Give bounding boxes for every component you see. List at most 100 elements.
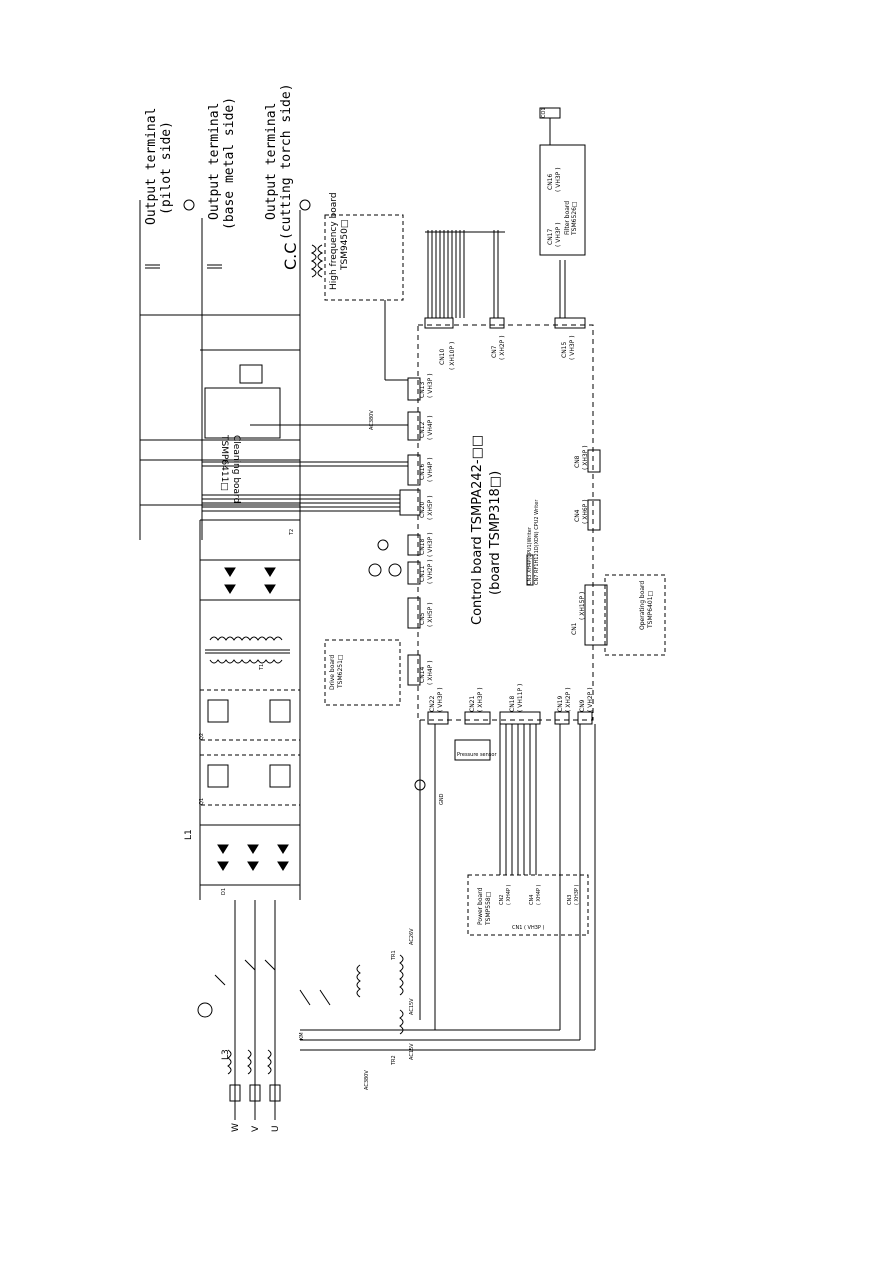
power-cn4-label: CN4 [529, 894, 535, 905]
ac15v-label: AC15V [409, 1043, 415, 1060]
ac26v-label: AC26V [409, 928, 415, 945]
operating-board-part: TSMP6401□ [647, 590, 654, 628]
fuse [269, 1084, 281, 1102]
cn16-label: CN16 [419, 463, 426, 480]
cn19-label: CN19 [557, 695, 564, 712]
rectifier-box [199, 559, 301, 601]
connector-block [424, 317, 454, 329]
ac380v-cn13: AC380V [369, 410, 375, 430]
connector-block [577, 711, 593, 725]
filter-board-box [539, 144, 586, 256]
connector-block [407, 597, 421, 629]
cn8-label: CN8 [574, 455, 581, 469]
cn5-type: ( XH5P ) [427, 602, 434, 627]
cn21-type: ( XH3P ) [477, 687, 484, 712]
power-cn1-label: CN1 [512, 925, 523, 931]
main-transformer [209, 636, 283, 641]
connector-block [407, 534, 421, 556]
power-cn2-label: CN2 [499, 894, 505, 905]
cn7-label: CN7 [491, 345, 498, 359]
cn10-type: ( XH10P ) [449, 341, 456, 370]
cc-label: C.C [281, 242, 300, 270]
power-cn2-type: ( XH4P ) [506, 884, 512, 905]
cn10-label: CN10 [439, 348, 446, 365]
connector-block [407, 654, 421, 686]
connector-block [399, 489, 421, 516]
filter-cn17-label: CN17 [547, 228, 554, 245]
cn21-label: CN21 [469, 695, 476, 712]
hf-board-part: TSM9450□ [340, 219, 350, 270]
co1-label: CO1 [541, 107, 547, 118]
power-cn1-type: ( VH3P ) [524, 925, 545, 931]
cn13-label: CN13 [419, 381, 426, 398]
plus-terminal [183, 199, 195, 211]
control-board-subtitle: (board TSMP318□) [488, 470, 503, 595]
cn16-type: ( VH4P ) [427, 457, 434, 482]
cn1-label: CN1 [571, 622, 578, 636]
q1-label: Q1 [199, 797, 205, 805]
cn18b-type: ( VH11P ) [517, 683, 524, 712]
ac15v-tr2: AC15V [409, 998, 415, 1015]
cn22-type: ( VH3P ) [437, 687, 444, 712]
input-w-label: W [231, 1123, 241, 1132]
connector-block [407, 411, 421, 441]
connector-block [584, 584, 608, 646]
cn18-type: ( VH3P ) [427, 532, 434, 557]
power-cn3-label: CN3 [567, 894, 573, 905]
filter-cn16-type: ( VH3P ) [555, 167, 562, 192]
input-rectifier-d1 [199, 824, 301, 886]
cn18b-label: CN18 [509, 695, 516, 712]
cn22-label: CN22 [429, 695, 436, 712]
cn14-label: CN14 [419, 666, 426, 683]
cn19-type: ( XH2P ) [565, 687, 572, 712]
pressure-sensor-label: Pressure sensor [457, 752, 497, 758]
connector-block [499, 711, 541, 725]
cn20-label: CN20 [419, 501, 426, 518]
drive-board-part: TSM6251□ [337, 654, 344, 688]
cleaning-board-part: TSMP6411□ [219, 435, 229, 491]
control-board-title: Control board TSMPA242-□□ [470, 434, 485, 625]
cn7-type: ( XH2P ) [499, 335, 506, 360]
cn15-label: CN15 [561, 341, 568, 358]
connector-block [587, 449, 601, 473]
igbt-q2 [199, 689, 301, 741]
fuse [229, 1084, 241, 1102]
filter-cn17-type: ( VH3P ) [555, 222, 562, 247]
connector-block [489, 317, 505, 329]
l3-label: L3 [221, 1049, 231, 1060]
hf-board-box [324, 214, 404, 301]
terminal-base-label-1: Output terminal [207, 102, 222, 220]
connector-block [407, 377, 421, 401]
cn9-type: ( VH2P ) [587, 687, 594, 712]
cn18-label: CN18 [419, 538, 426, 555]
input-u-label: U [271, 1125, 281, 1132]
l1-label: L1 [184, 829, 194, 840]
fuse [249, 1084, 261, 1102]
terminal-torch-label-2: (cutting torch side) [279, 83, 294, 240]
connector-block [554, 711, 570, 725]
input-v-label: V [251, 1125, 261, 1132]
control-board-box [417, 324, 594, 721]
connector-block [407, 454, 421, 486]
harness-cn10 [425, 230, 505, 318]
cpu2-writer-note: CN7 RF1H121D(XDN) CPU2 Writer [534, 499, 540, 585]
pressure-sensor-box [454, 739, 491, 761]
cn12-type: ( VH4P ) [427, 415, 434, 440]
cn4-type: ( XH6P ) [582, 499, 589, 524]
connector-block [427, 711, 449, 725]
filter-cn16-label: CN16 [547, 173, 554, 190]
cleaning-board-label: Cleaning board [231, 435, 241, 504]
terminal-torch-label-1: Output terminal [264, 102, 279, 220]
t2-label: T2 [289, 528, 295, 535]
cleaning-board-box [204, 387, 281, 439]
cpu1-writer-note: CN3 XH4P(CPU1)Writer [527, 527, 533, 585]
cn5-label: CN5 [419, 612, 426, 626]
cn14-type: ( XH4P ) [427, 660, 434, 685]
t1-label: T1 [259, 663, 265, 670]
d1-label: D1 [221, 887, 227, 895]
minus-terminal [299, 199, 311, 211]
tr2-label: TR2 [391, 1055, 397, 1065]
ac380v-label: AC380V [364, 1070, 370, 1090]
cn11-label: CN11 [419, 565, 426, 582]
